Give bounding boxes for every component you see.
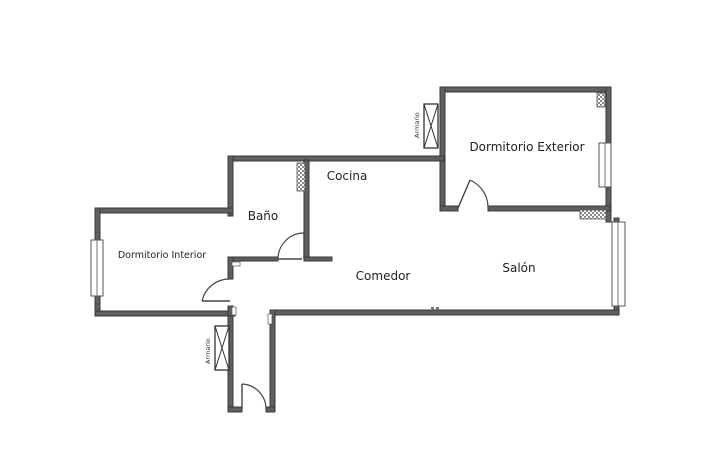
wall-segment [265,406,276,413]
windows [90,142,626,307]
closet-bottom: Armario [204,325,230,371]
wall-segment [94,310,236,317]
door-dormitorio-exterior-swing [469,179,489,209]
wall-segment [487,205,611,212]
wall-segment [439,86,611,93]
wall-segment [303,256,333,262]
room-label-dormitorio-interior: Dormitorio Interior [118,250,206,261]
door-bano-swing [277,232,305,260]
wall-segment [227,155,234,217]
room-label-salon: Salón [502,261,535,275]
door-entrance-swing [241,383,267,410]
door-dormitorio-exterior [457,179,471,209]
duct-bano [296,162,306,192]
wall-segment [94,207,234,214]
wall-segment [439,205,459,212]
closet-top: Armario [413,103,439,149]
wall-segment [227,256,234,280]
ducts [296,92,607,220]
room-label-cocina: Cocina [327,169,368,183]
wall-segment [269,309,620,316]
room-label-dormitorio-exterior: Dormitorio Exterior [469,140,584,154]
duct-dormitorio [596,92,606,108]
wall-segment [227,256,279,262]
wall-segment [227,406,243,413]
window-salon [611,221,626,307]
wall-segment [439,86,446,212]
interior-walls [227,159,333,317]
door-dormitorio-interior-swing [201,278,231,302]
closet-label: Armario [413,112,421,138]
wall-segment [269,309,276,413]
duct-salon [579,209,607,220]
room-label-bano: Baño [248,209,279,223]
room-label-comedor: Comedor [356,269,411,283]
doors [201,179,489,410]
wall-segment [227,155,445,162]
closet-label: Armario [204,338,212,364]
